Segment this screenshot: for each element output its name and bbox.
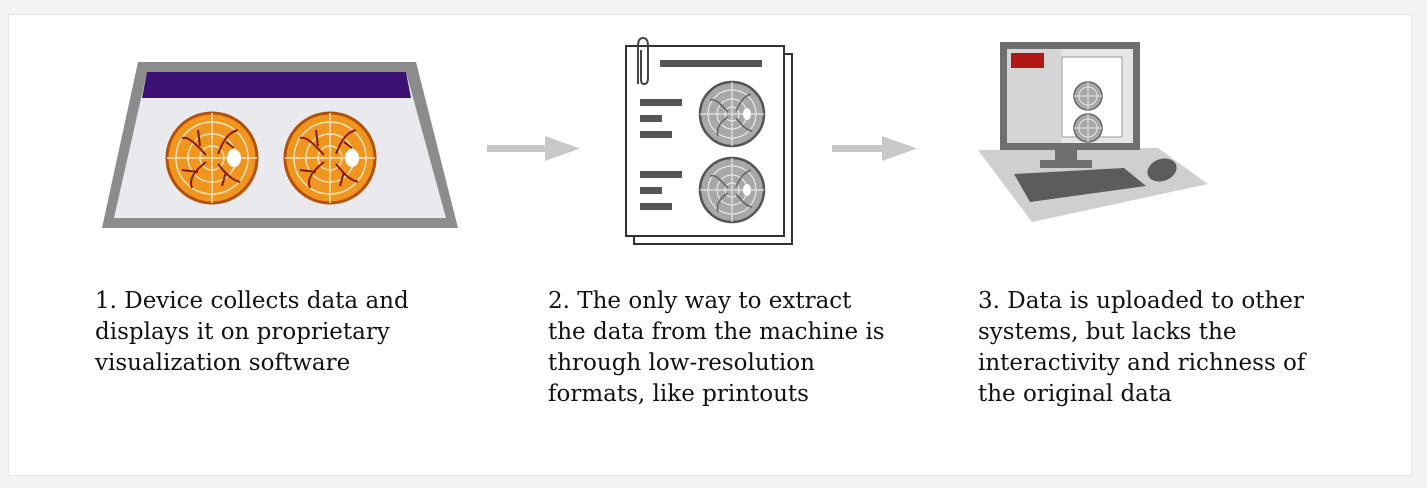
caption-line: the data from the machine is — [548, 319, 885, 345]
keyboard-icon — [1014, 168, 1146, 202]
step-3-caption: 3. Data is uploaded to other systems, bu… — [978, 286, 1305, 410]
desktop-computer-icon — [978, 42, 1208, 222]
step-2-caption: 2. The only way to extract the data from… — [548, 286, 885, 410]
caption-line: formats, like printouts — [548, 381, 809, 407]
printout-document-icon — [625, 36, 793, 245]
caption-line: systems, but lacks the — [978, 319, 1237, 345]
caption-line: displays it on proprietary — [95, 319, 390, 345]
arrow-right-icon — [487, 136, 580, 161]
caption-line: 1. Device collects data and — [95, 288, 409, 314]
caption-line: visualization software — [95, 350, 351, 376]
arrow-right-icon — [832, 136, 917, 161]
monitor-red-block — [1011, 53, 1044, 68]
paperclip-icon — [637, 36, 649, 86]
caption-line: the original data — [978, 381, 1172, 407]
mouse-icon — [1147, 158, 1177, 182]
caption-line: 3. Data is uploaded to other — [978, 288, 1304, 314]
step-1-caption: 1. Device collects data and displays it … — [95, 286, 409, 379]
caption-line: through low-resolution — [548, 350, 815, 376]
device-screen-icon — [102, 62, 458, 228]
caption-line: 2. The only way to extract — [548, 288, 852, 314]
caption-line: interactivity and richness of — [978, 350, 1306, 376]
